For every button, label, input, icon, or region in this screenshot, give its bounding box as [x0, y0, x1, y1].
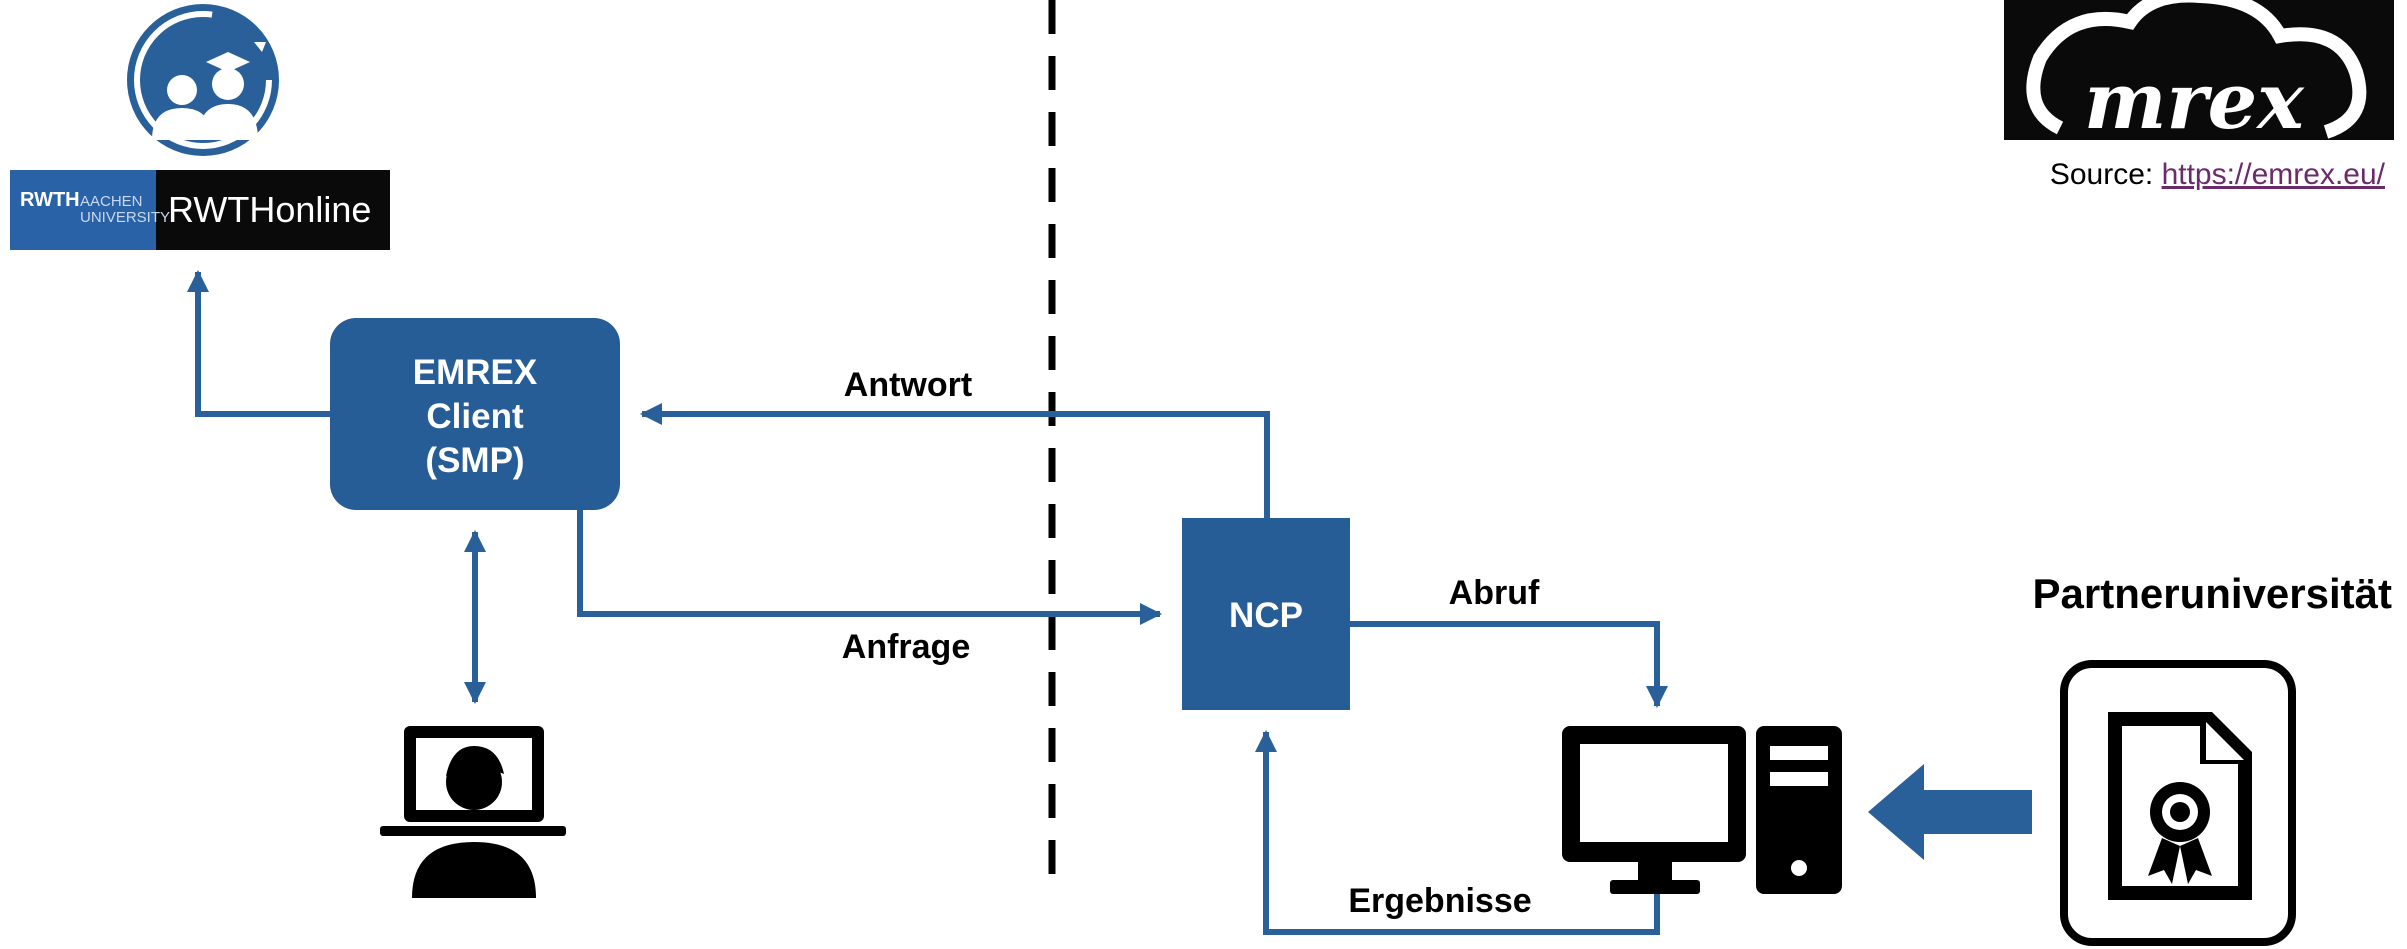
user-laptop-icon — [380, 726, 566, 898]
ncp-label: NCP — [1229, 596, 1303, 635]
arrow-anfrage — [577, 510, 1162, 625]
rwth-university-text: UNIVERSITY — [80, 209, 170, 226]
client-line3: (SMP) — [425, 441, 524, 480]
student-graduate-icon — [127, 4, 279, 156]
arrow-to-rwthonline — [187, 270, 330, 417]
label-ergebnisse: Ergebnisse — [1348, 882, 1531, 920]
label-anfrage: Anfrage — [842, 628, 970, 666]
label-antwort: Antwort — [844, 366, 972, 404]
client-line1: EMREX — [413, 353, 538, 392]
arrow-ergebnisse — [1255, 730, 1660, 935]
source-prefix: Source: — [2049, 158, 2162, 191]
arrows — [187, 270, 1668, 935]
emrex-client-box: EMREX Client (SMP) — [330, 318, 620, 510]
rwth-logo-text: RWTH — [20, 189, 80, 211]
ncp-box: NCP — [1182, 518, 1350, 710]
desktop-computer-icon — [1562, 726, 1842, 894]
partner-title: Partneruniversität — [2033, 570, 2392, 617]
rwthonline-logo: RWTH AACHEN UNIVERSITY RWTHonline — [10, 170, 390, 250]
emrex-cloud-logo: mrex — [2004, 0, 2394, 147]
label-abruf: Abruf — [1449, 574, 1540, 612]
emrex-logo-text: mrex — [2084, 56, 2305, 147]
arrow-antwort — [640, 403, 1270, 518]
transfer-arrow-icon — [1868, 764, 2032, 860]
rwthonline-text: RWTHonline — [168, 189, 371, 230]
client-line2: Client — [426, 397, 524, 436]
source-credit: Source: https://emrex.eu/ — [2050, 158, 2385, 192]
rwth-aachen-text: AACHEN — [80, 193, 143, 210]
source-link[interactable]: https://emrex.eu/ — [2161, 158, 2385, 191]
certificate-document-icon — [2060, 660, 2296, 946]
arrow-abruf — [1350, 621, 1668, 708]
